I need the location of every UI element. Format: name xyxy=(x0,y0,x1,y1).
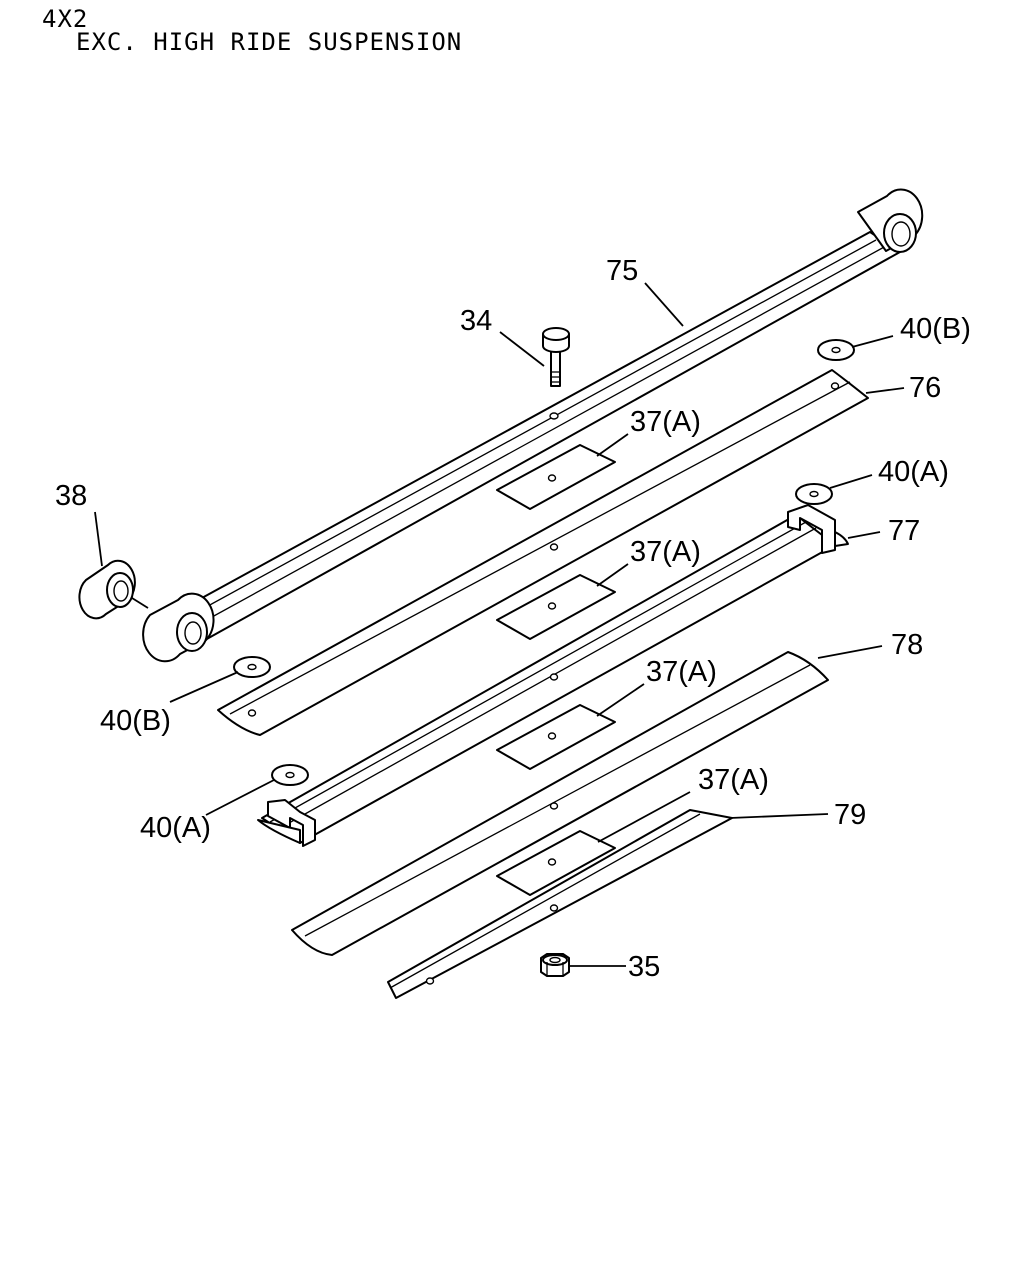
washer-40b-left xyxy=(233,656,271,678)
label-75: 75 xyxy=(606,255,638,287)
label-79: 79 xyxy=(834,799,866,831)
leader-lines xyxy=(94,282,905,967)
label-35: 35 xyxy=(628,951,660,983)
header-title: EXC. HIGH RIDE SUSPENSION xyxy=(76,28,462,56)
label-40b-left: 40(B) xyxy=(100,705,171,737)
center-bolt-34 xyxy=(542,327,570,387)
bushing-38 xyxy=(78,559,136,620)
label-76: 76 xyxy=(909,372,941,404)
label-40b-top: 40(B) xyxy=(900,313,971,345)
label-38: 38 xyxy=(55,480,87,512)
label-37a-4: 37(A) xyxy=(698,764,769,796)
label-34: 34 xyxy=(460,305,492,337)
header-model: 4X2 xyxy=(42,5,88,33)
label-37a-1: 37(A) xyxy=(630,406,701,438)
plate-37a-2 xyxy=(496,574,616,640)
washer-40a-top xyxy=(795,483,833,505)
washer-40a-left xyxy=(271,764,309,786)
main-leaf-75 xyxy=(142,188,924,663)
leaf-76 xyxy=(217,369,869,736)
plate-37a-4 xyxy=(496,830,616,896)
plate-37a-1 xyxy=(496,444,616,510)
label-37a-3: 37(A) xyxy=(646,656,717,688)
plate-37a-3 xyxy=(496,704,616,770)
leaf-78 xyxy=(291,651,829,956)
nut-35 xyxy=(540,953,570,977)
label-77: 77 xyxy=(888,515,920,547)
leaf-77 xyxy=(257,504,849,847)
washer-40b-top xyxy=(817,339,855,361)
label-40a-left: 40(A) xyxy=(140,812,211,844)
label-37a-2: 37(A) xyxy=(630,536,701,568)
label-40a-top: 40(A) xyxy=(878,456,949,488)
label-78: 78 xyxy=(891,629,923,661)
